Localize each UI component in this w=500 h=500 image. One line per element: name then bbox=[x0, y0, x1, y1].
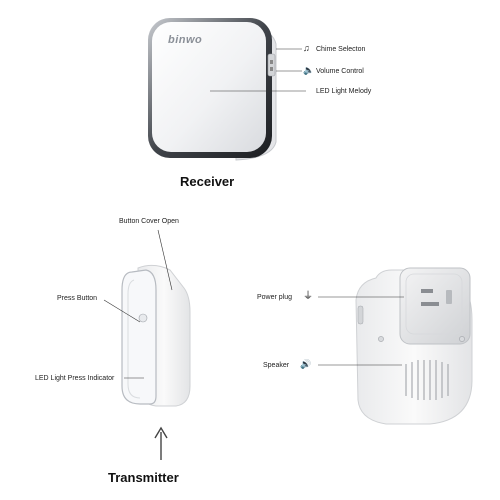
plug-icon: ⏚ bbox=[303, 291, 313, 302]
button-cover-open-label: Button Cover Open bbox=[119, 218, 179, 225]
volume-control-label: Volume Control bbox=[316, 68, 364, 75]
up-arrow-icon bbox=[154, 426, 168, 460]
press-leader-line bbox=[103, 299, 141, 323]
receiver-device bbox=[148, 18, 277, 161]
press-button-label: Press Button bbox=[57, 295, 98, 302]
receiver-back-device bbox=[355, 267, 473, 425]
led-press-indicator-label: LED Light Press Indicator bbox=[35, 375, 115, 382]
speaker-icon: 🔈 bbox=[303, 65, 315, 75]
transmitter-device bbox=[121, 264, 191, 407]
music-note-icon: ♫ bbox=[303, 43, 310, 53]
cover-leader-line bbox=[157, 229, 173, 291]
power-plug-label: Power plug bbox=[257, 294, 293, 301]
speaker-icon: 🔊 bbox=[300, 359, 312, 369]
speaker-label: Speaker bbox=[263, 362, 290, 369]
transmitter-title: Transmitter bbox=[108, 470, 179, 485]
led-light-melody-label: LED Light Melody bbox=[316, 88, 372, 95]
chime-selection-label: Chime Selecton bbox=[316, 46, 366, 53]
brand-logo: binwo bbox=[168, 34, 203, 46]
receiver-title: Receiver bbox=[180, 174, 235, 189]
